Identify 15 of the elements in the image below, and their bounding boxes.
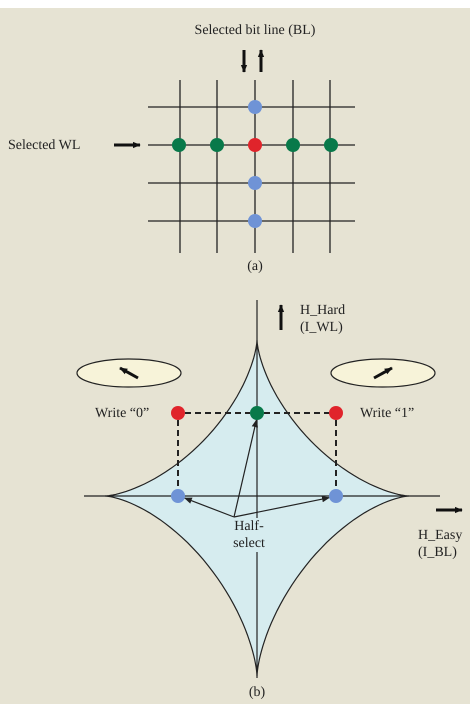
dashed-line — [185, 412, 250, 414]
leader-arrow — [233, 419, 258, 518]
dashed-line — [177, 420, 179, 489]
panel-label: (b) — [248, 684, 266, 701]
dashed-line — [335, 420, 337, 489]
axis-label: H_Easy (I_BL) — [418, 527, 464, 561]
dashed-line — [264, 412, 329, 414]
leader-arrow — [234, 496, 330, 518]
label: Selected bit line (BL) — [194, 22, 316, 39]
write-label: Write “1” — [360, 405, 414, 422]
axis-label: H_Hard (I_WL) — [300, 302, 346, 336]
panel-label: (a) — [246, 258, 264, 275]
write-label: Write “0” — [95, 405, 150, 422]
label: Selected WL — [8, 137, 80, 154]
leader-arrow — [184, 498, 234, 518]
